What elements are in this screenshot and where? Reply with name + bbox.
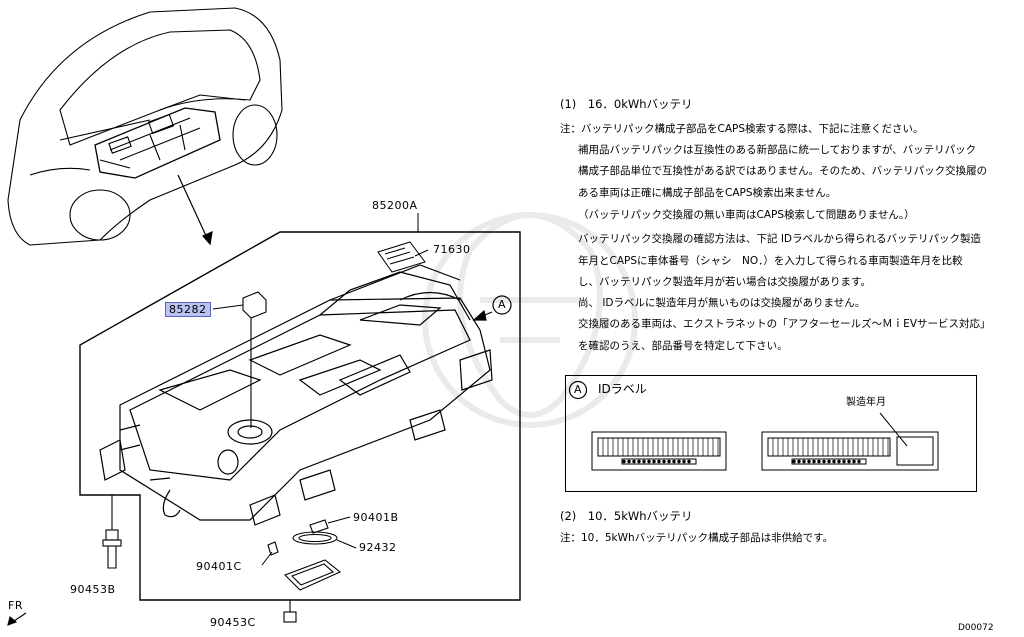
id-box-marker: A (574, 383, 582, 396)
note-line: 交換履のある車両は、エクストラネットの「アフターセールズ〜ＭｉEVサービス対応」 (578, 318, 991, 330)
label-dot (677, 459, 681, 464)
label-dot (627, 459, 631, 464)
label-dot (852, 459, 856, 464)
callout-a-letter: A (498, 298, 507, 311)
label-dot (662, 459, 666, 464)
connector-part-85282 (242, 291, 267, 428)
label-dot (847, 459, 851, 464)
label-dot (797, 459, 801, 464)
label-dot (672, 459, 676, 464)
label-dot (667, 459, 671, 464)
part-label-85200A: 85200A (372, 199, 418, 212)
assembly-boundary (79, 231, 521, 601)
section2-note: 注：10．5kWhバッテリパック構成子部品は非供給です。 (560, 532, 834, 544)
part-label-90401C: 90401C (196, 560, 242, 573)
note-line: 構成子部品単位で互換性がある訳ではありません。そのため、バッテリパック交換履の (578, 165, 988, 177)
label-dot (832, 459, 836, 464)
note-line: 補用品バッテリパックは互換性のある新部品に統一しておりますが、バッテリパック (578, 144, 977, 156)
label-dot (657, 459, 661, 464)
label-dot (827, 459, 831, 464)
part-label-92432: 92432 (359, 541, 397, 554)
label-dot (642, 459, 646, 464)
part-label-71630: 71630 (433, 243, 471, 256)
bolt-part-90453B (102, 495, 122, 569)
note-line: （バッテリパック交換履の無い車両はCAPS検索して問題ありません。） (578, 209, 915, 221)
part-label-90453C: 90453C (210, 616, 256, 629)
label-dot (857, 459, 861, 464)
battery-pack-illustration (99, 264, 493, 526)
id-box-marker-circle (568, 380, 588, 400)
label-dot (682, 459, 686, 464)
label-dot (637, 459, 641, 464)
front-marker: FR (8, 599, 23, 612)
label-dot (817, 459, 821, 464)
diagram-code: D00072 (958, 623, 994, 633)
callout-a-arrow (472, 309, 493, 321)
id-label-left (591, 431, 727, 471)
label-dot (622, 459, 626, 464)
label-dot (812, 459, 816, 464)
id-box-title: IDラベル (598, 382, 647, 396)
note-line: し、バッテリパック製造年月が若い場合は交換履があります。 (578, 276, 871, 288)
label-dot (802, 459, 806, 464)
label-tag-part (377, 241, 426, 273)
part-label-90401B: 90401B (353, 511, 399, 524)
label-dot (632, 459, 636, 464)
bolt-part-90453C (283, 600, 297, 623)
note-line: ある車両は正確に構成子部品をCAPS検索出来ません。 (578, 187, 837, 199)
vehicle-illustration (7, 7, 283, 246)
part-label-85282[interactable]: 85282 (165, 302, 211, 317)
leader-lines (212, 249, 429, 566)
label-dot (807, 459, 811, 464)
direction-arrow (177, 174, 213, 246)
label-dot (792, 459, 796, 464)
label-dot (687, 459, 691, 464)
note-line: 注：バッテリパック構成子部品をCAPS検索する際は、下記に注意ください。 (560, 123, 924, 135)
note-line: 年月とCAPSに車体番号（シャシ NO．）を入力して得られる車両製造年月を比較 (578, 255, 963, 267)
label-dot (652, 459, 656, 464)
note-line: 尚、 IDラベルに製造年月が無いものは交換履がありません。 (578, 297, 866, 309)
callout-a-circle (492, 295, 512, 315)
cover-plate-part (267, 541, 342, 591)
label-dot (822, 459, 826, 464)
gasket-part (292, 519, 338, 545)
front-arrow (7, 612, 27, 626)
note-line: を確認のうえ、部品番号を特定して下さい。 (578, 340, 788, 352)
section2-title: (2) 10．5kWhバッテリ (560, 509, 693, 523)
id-box-date-label: 製造年月 (846, 397, 886, 408)
label-dot (647, 459, 651, 464)
part-label-90453B: 90453B (70, 583, 116, 596)
id-label-right (761, 412, 939, 471)
note-line: バッテリパック交換履の確認方法は、下記 IDラベルから得られるバッテリパック製造 (578, 233, 982, 245)
label-dot (837, 459, 841, 464)
section1-title: (1) 16．0kWhバッテリ (560, 97, 693, 111)
label-dot (842, 459, 846, 464)
id-label-box (565, 375, 977, 492)
